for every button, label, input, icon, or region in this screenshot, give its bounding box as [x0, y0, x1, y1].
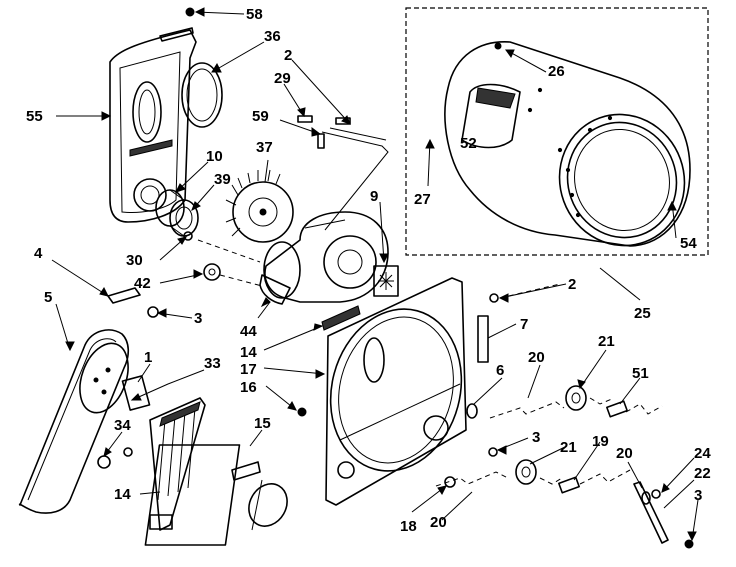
callout-5: 5: [44, 289, 52, 306]
callout-25: 25: [634, 305, 651, 322]
callout-6: 6: [496, 362, 504, 379]
callout-59: 59: [252, 108, 269, 125]
callout-18: 18: [400, 518, 417, 535]
rear-seal: [181, 62, 223, 128]
heating-element: [149, 397, 206, 531]
callout-39: 39: [214, 171, 231, 188]
drum-assembly-box: [405, 7, 709, 256]
callout-52: 52: [460, 135, 477, 152]
callout-20-right: 20: [616, 445, 633, 462]
rear-bulkhead: [109, 27, 197, 223]
drum-holes: [527, 87, 613, 218]
callout-21-lower: 21: [560, 439, 577, 456]
front-gasket: [477, 315, 489, 363]
callout-20-lower: 20: [430, 514, 447, 531]
hardware-kit: [144, 444, 288, 546]
motor-and-blower-housing: [259, 211, 389, 305]
callout-26: 26: [548, 63, 565, 80]
callout-29: 29: [274, 70, 291, 87]
callout-34: 34: [114, 417, 131, 434]
callout-4: 4: [34, 245, 43, 262]
callout-19: 19: [592, 433, 609, 450]
callout-30: 30: [126, 252, 143, 269]
blower-wheel: [225, 169, 294, 243]
front-bulkhead: [325, 277, 467, 506]
arrowheads: [65, 7, 697, 542]
callout-2-lower: 2: [568, 276, 576, 293]
callout-3: 3: [194, 310, 202, 327]
idler-bracket: [107, 287, 141, 304]
fasteners: [147, 7, 694, 549]
thermostat: [373, 265, 399, 297]
drum: [444, 41, 691, 247]
callout-20: 20: [528, 349, 545, 366]
callout-42: 42: [134, 275, 151, 292]
drum-belt: [18, 329, 130, 514]
callout-14-lower: 14: [114, 486, 131, 503]
callout-7: 7: [520, 316, 528, 333]
callout-16: 16: [240, 379, 257, 396]
callout-2: 2: [284, 47, 292, 64]
callout-21: 21: [598, 333, 615, 350]
drum-rollers: [515, 385, 669, 544]
callout-14: 14: [240, 344, 257, 361]
callout-3-mid: 3: [532, 429, 540, 446]
callout-22: 22: [694, 465, 711, 482]
callout-10: 10: [206, 148, 223, 165]
callout-15: 15: [254, 415, 271, 432]
callout-33: 33: [204, 355, 221, 372]
wire-harness: [297, 115, 389, 231]
felt-strip: [321, 305, 361, 331]
callout-17: 17: [240, 361, 257, 378]
callout-1: 1: [144, 349, 152, 366]
callout-36: 36: [264, 28, 281, 45]
callout-3-lower: 3: [694, 487, 702, 504]
callout-9: 9: [370, 188, 378, 205]
callout-24: 24: [694, 445, 711, 462]
callout-51: 51: [632, 365, 649, 382]
callout-27: 27: [414, 191, 431, 208]
callout-44: 44: [240, 323, 257, 340]
callout-labels: 58 36 2 29 55 59 37 10 39 9 26 52 27 54 …: [26, 6, 711, 535]
callout-55: 55: [26, 108, 43, 125]
drum-bearing: [155, 189, 199, 237]
clip: [466, 403, 478, 419]
callout-37: 37: [256, 139, 273, 156]
callout-58: 58: [246, 6, 263, 23]
callout-54: 54: [680, 235, 697, 252]
